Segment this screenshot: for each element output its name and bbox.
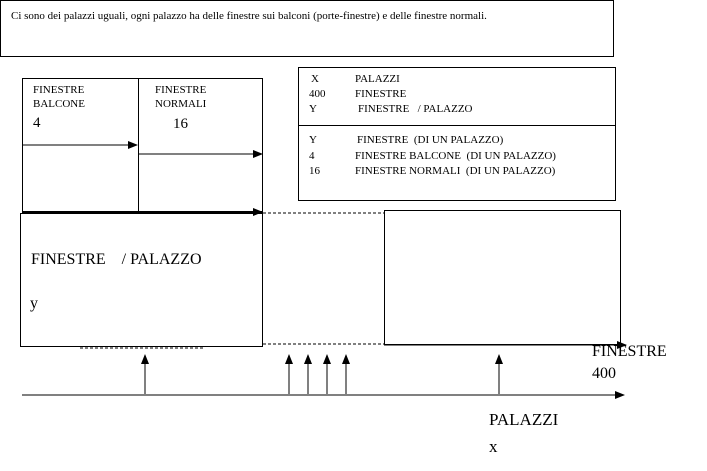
legend-bottom-desc: FINESTRE BALCONE (DI UN PALAZZO) [355, 150, 556, 162]
legend-top-key: Y [309, 103, 317, 115]
balcone-label-line2: BALCONE [33, 98, 85, 110]
balcone-label-line1: FINESTRE [33, 84, 85, 96]
legend-top-key: 400 [309, 88, 326, 100]
legend-top-desc: PALAZZI [355, 73, 400, 85]
axis-palazzi-variable: x [489, 437, 498, 456]
legend-bottom-desc: FINESTRE (DI UN PALAZZO) [357, 134, 504, 146]
legend-top-desc: FINESTRE [355, 88, 407, 100]
normali-value: 16 [173, 116, 188, 132]
balcone-value: 4 [33, 115, 41, 131]
legend-bottom-key: 16 [309, 165, 320, 177]
legend-top-key: X [311, 73, 319, 85]
box-last-palazzo [384, 210, 621, 345]
legend-bottom-key: Y [309, 134, 317, 146]
main-box-variable: y [30, 295, 38, 312]
legend-bottom-desc: FINESTRE NORMALI (DI UN PALAZZO) [355, 165, 556, 177]
axis-finestre-label: FINESTRE [592, 343, 667, 360]
legend-top-desc: FINESTRE / PALAZZO [358, 103, 473, 115]
legend-box: X PALAZZI 400 FINESTRE Y FINESTRE / PALA… [298, 67, 616, 201]
legend-divider [299, 125, 615, 126]
legend-bottom-key: 4 [309, 150, 315, 162]
axis-finestre-value: 400 [592, 365, 616, 382]
normali-label-line1: FINESTRE [155, 84, 207, 96]
problem-statement-box: Ci sono dei palazzi uguali, ogni palazzo… [0, 0, 614, 57]
axis-palazzi-label: PALAZZI [489, 410, 559, 429]
main-box-label: FINESTRE / PALAZZO [31, 251, 202, 268]
box-finestre-per-palazzo: FINESTRE / PALAZZO y [20, 213, 263, 347]
box-finestre-normali: FINESTRE NORMALI 16 [138, 78, 263, 213]
problem-statement-text: Ci sono dei palazzi uguali, ogni palazzo… [11, 10, 487, 22]
normali-label-line2: NORMALI [155, 98, 207, 110]
